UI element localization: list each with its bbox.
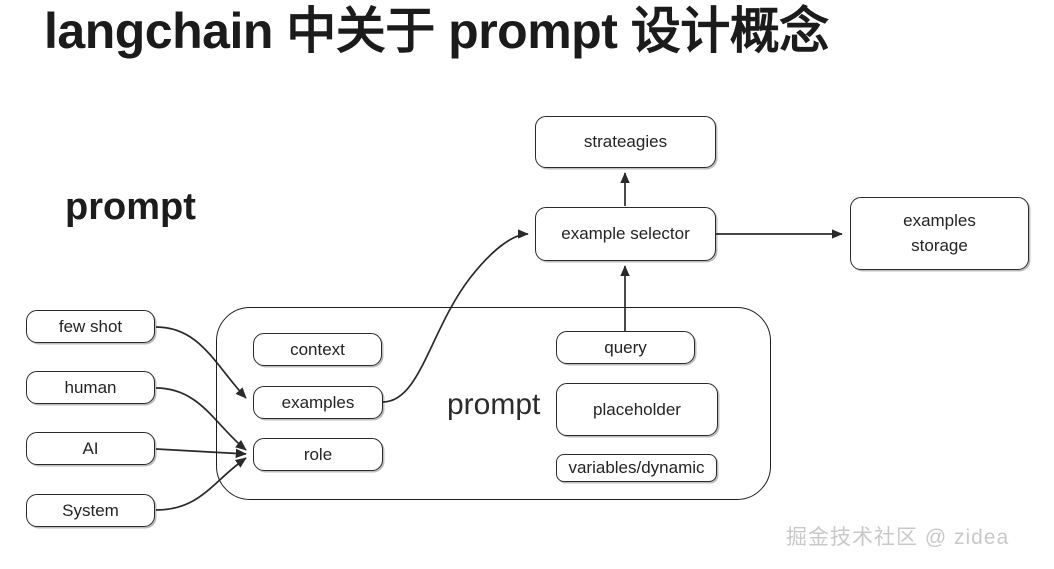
- node-variables-dynamic[interactable]: variables/dynamic: [556, 454, 717, 482]
- prompt-container-label: prompt: [447, 388, 541, 421]
- node-examples[interactable]: examples: [253, 386, 383, 419]
- page-title: langchain 中关于 prompt 设计概念: [44, 3, 829, 59]
- node-human[interactable]: human: [26, 371, 155, 404]
- node-context[interactable]: context: [253, 333, 382, 366]
- prompt-container: [216, 307, 771, 500]
- node-ai[interactable]: AI: [26, 432, 155, 465]
- node-strateagies[interactable]: strateagies: [535, 116, 716, 168]
- node-few-shot[interactable]: few shot: [26, 310, 155, 343]
- watermark: 掘金技术社区 @ zidea: [786, 526, 1010, 549]
- examples-storage-line-1: examples: [903, 210, 976, 230]
- node-examples-storage[interactable]: examples storage: [850, 197, 1029, 270]
- examples-storage-line-2: storage: [911, 235, 968, 255]
- node-system[interactable]: System: [26, 494, 155, 527]
- section-heading-prompt: prompt: [65, 186, 196, 228]
- node-role[interactable]: role: [253, 438, 383, 471]
- node-placeholder[interactable]: placeholder: [556, 383, 718, 436]
- node-query[interactable]: query: [556, 331, 695, 364]
- node-example-selector[interactable]: example selector: [535, 207, 716, 261]
